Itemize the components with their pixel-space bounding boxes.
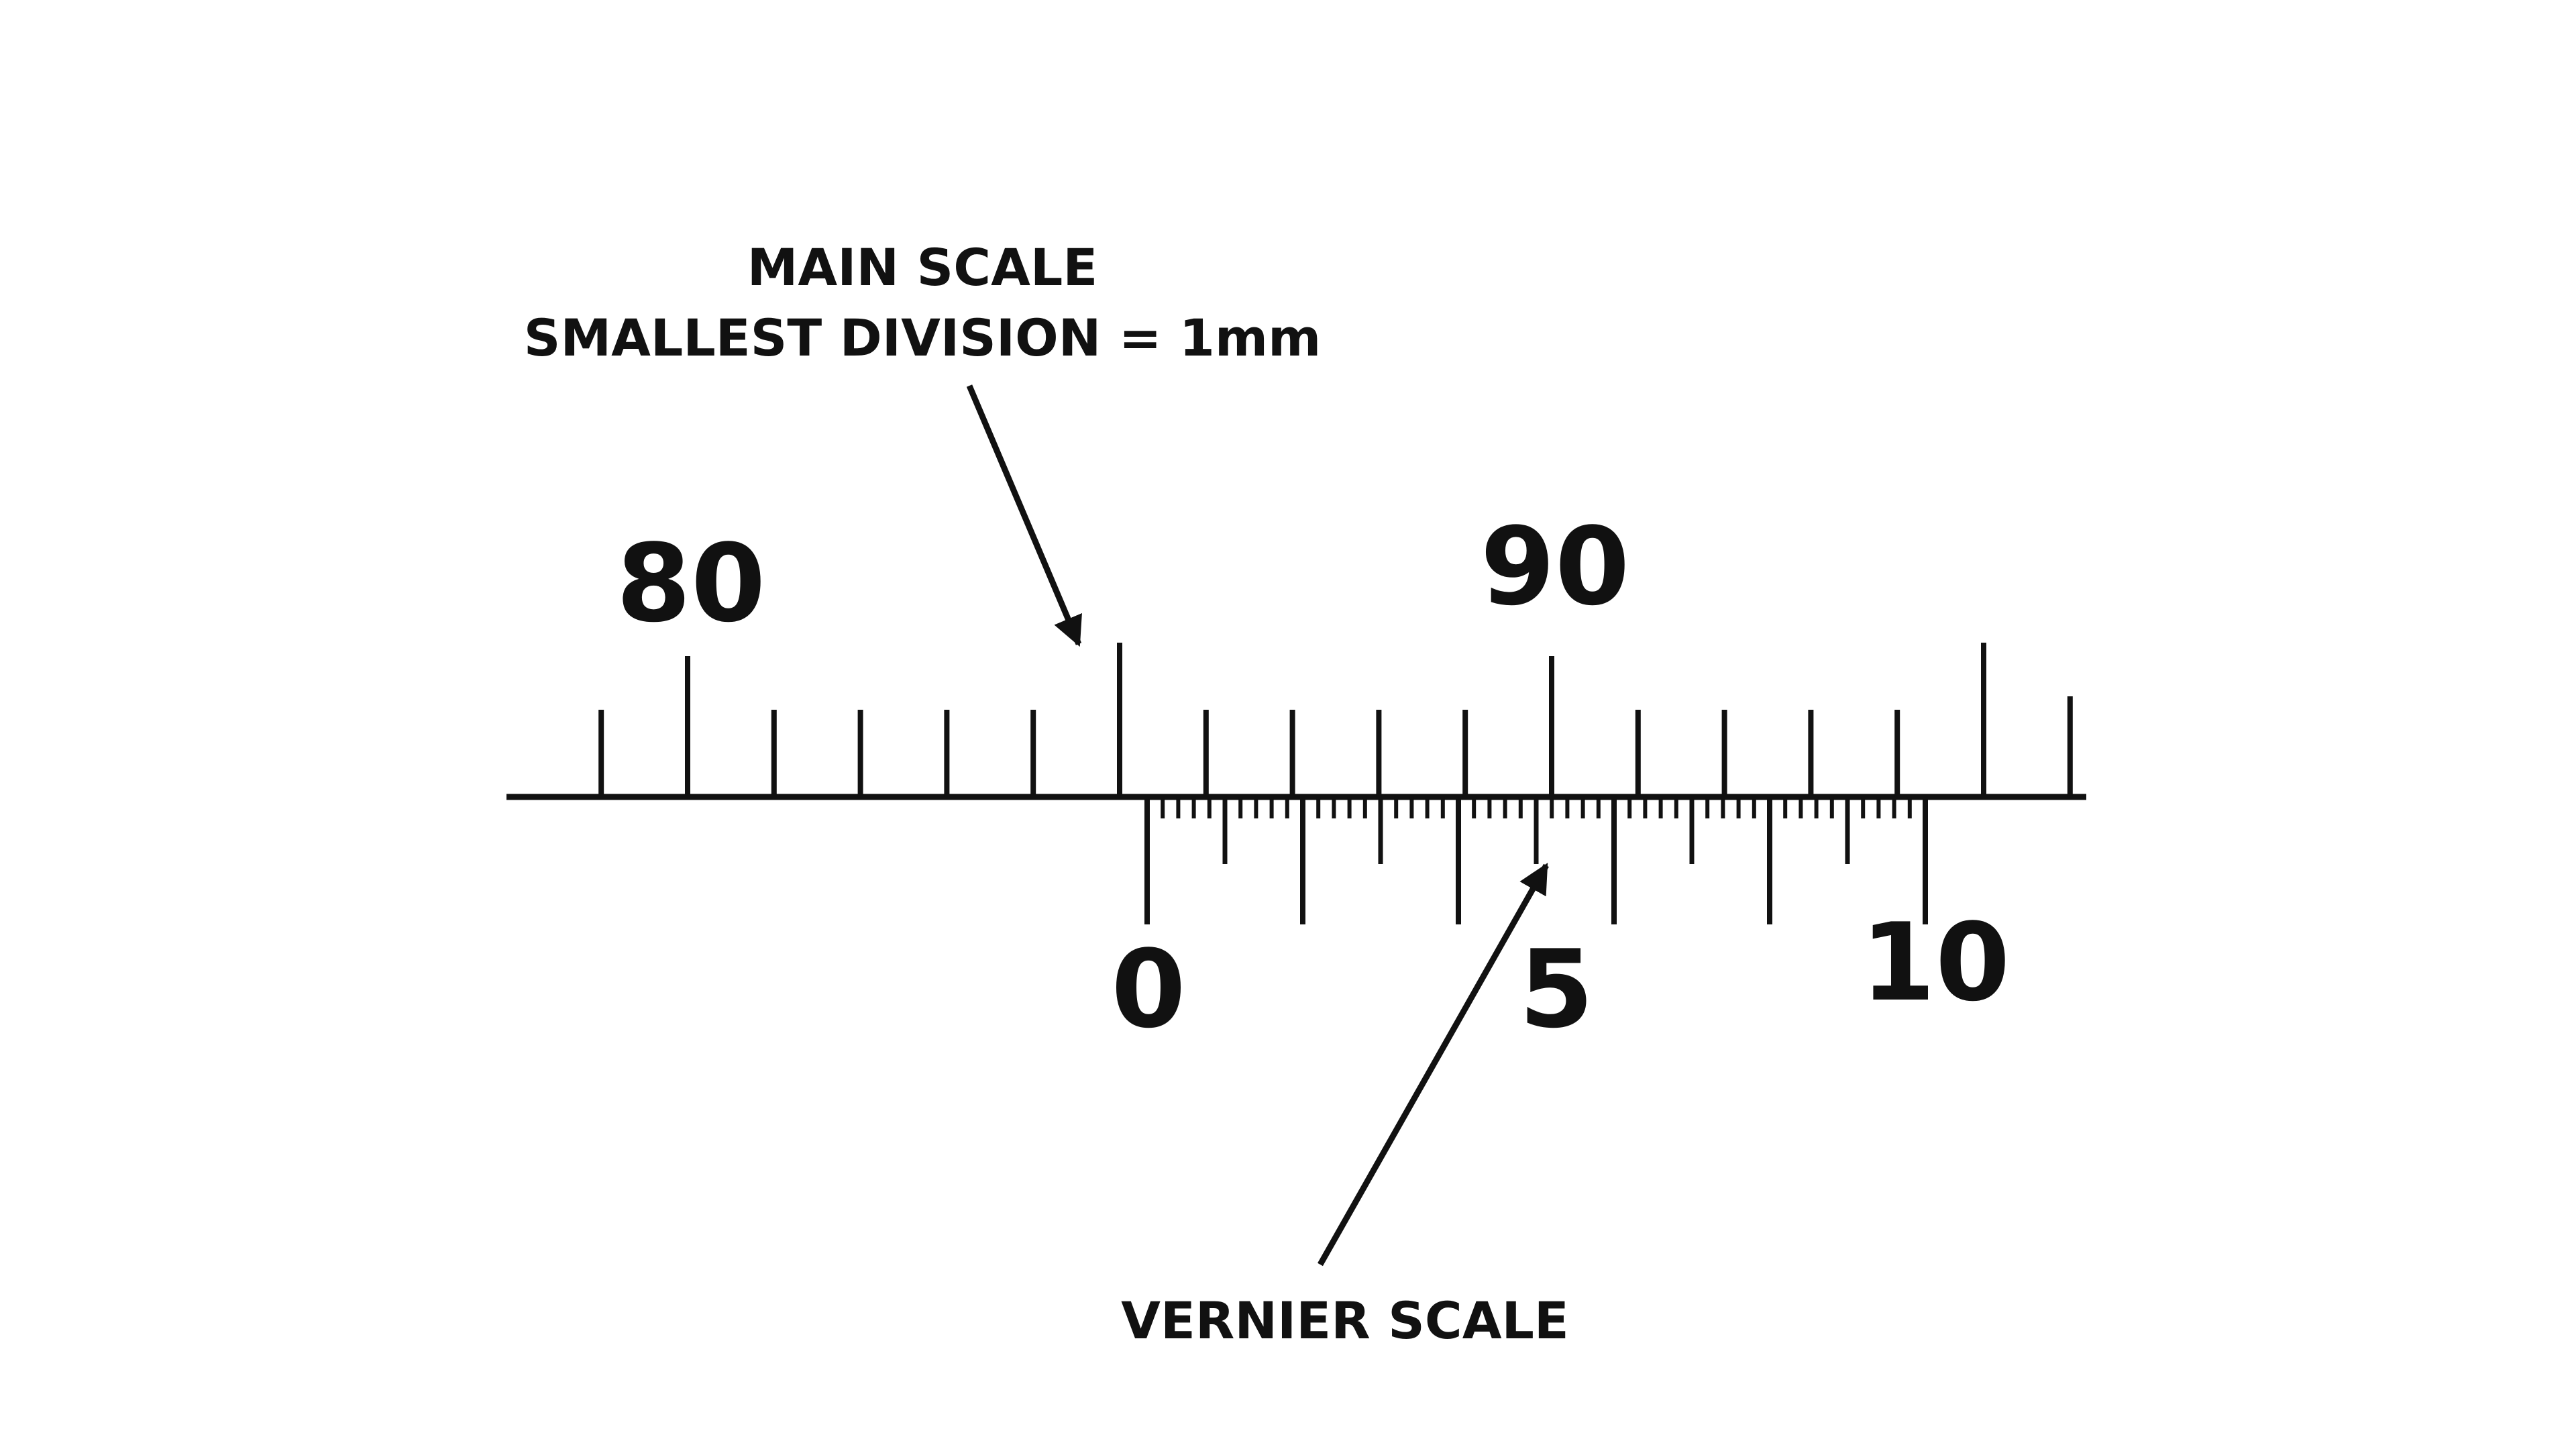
main-scale-label-90: 90 [1481,504,1630,629]
vernier-scale-arrow [1318,863,1549,1267]
vernier-label-0: 0 [1111,926,1185,1052]
main-scale-ticks [598,643,2073,797]
vernier-label-10: 10 [1861,900,2010,1025]
vernier-scale-caption: VERNIER SCALE [1121,1291,1569,1350]
vernier-label-5: 5 [1519,926,1593,1052]
main-scale-caption-line1: MAIN SCALE [747,237,1097,297]
main-scale-arrow [966,384,1082,647]
vernier-scale-ticks [1144,797,1928,924]
main-scale-caption-line2: SMALLEST DIVISION = 1mm [524,308,1322,368]
main-scale-label-80: 80 [616,521,766,646]
